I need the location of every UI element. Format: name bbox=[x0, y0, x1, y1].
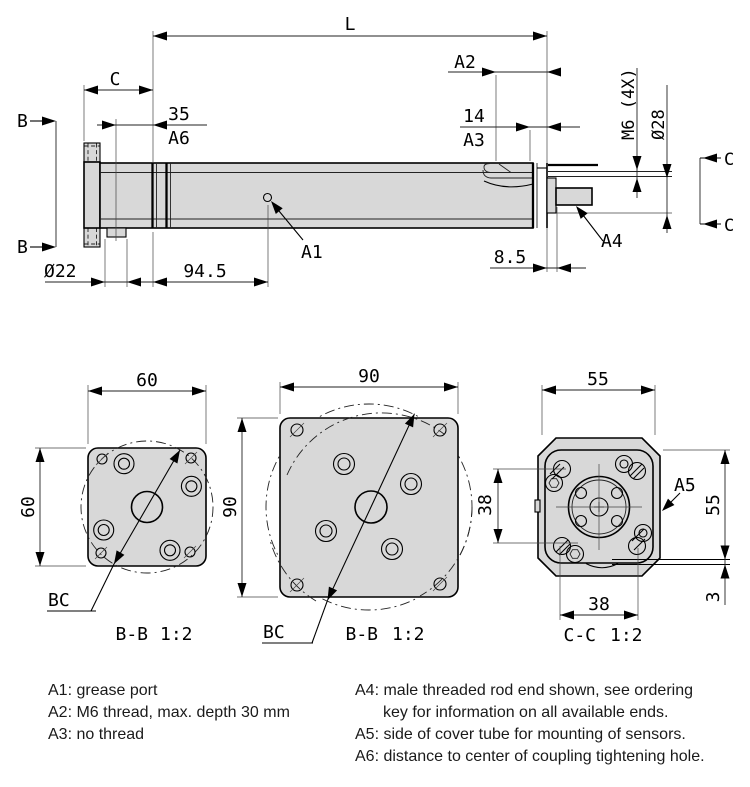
mounting-flange bbox=[83, 142, 101, 248]
section-bb-small-title: B-B 1:2 bbox=[115, 624, 192, 645]
footnotes-left: A1: grease port A2: M6 thread, max. dept… bbox=[48, 680, 290, 746]
dim-55-right: 55 3 bbox=[663, 449, 730, 605]
bottom-sensor-rail bbox=[585, 558, 730, 569]
a5-label: A5 bbox=[674, 475, 696, 496]
section-marker-c: C C bbox=[699, 150, 734, 236]
dim-94-5: 94.5 bbox=[152, 205, 269, 287]
note-a3: A3: no thread bbox=[48, 726, 145, 743]
dim-L-text: L bbox=[345, 14, 356, 35]
corner-fasteners bbox=[544, 454, 653, 564]
dim-35-A6: 35 A6 bbox=[97, 104, 207, 149]
section-c-top-label: C bbox=[724, 150, 734, 170]
section-scale: 1:2 bbox=[610, 625, 643, 646]
dim-90-left-text: 90 bbox=[220, 496, 241, 518]
counterbore-holes-60 bbox=[93, 453, 202, 561]
flange-plate-90 bbox=[279, 417, 459, 598]
dim-M6-4x: M6 (4X) bbox=[619, 68, 642, 198]
section-title: C-C bbox=[563, 625, 596, 646]
a5-callout: A5 bbox=[662, 475, 696, 511]
dim-dia28: Ø28 bbox=[649, 85, 672, 233]
section-title: B-B bbox=[115, 624, 148, 645]
corner-holes-90 bbox=[289, 422, 448, 593]
dim-60-left-text: 60 bbox=[18, 496, 39, 518]
dim-35-text: 35 bbox=[168, 104, 190, 125]
dim-55-top-text: 55 bbox=[587, 369, 609, 390]
rod-end bbox=[546, 177, 593, 214]
rod-end-callout: A4 bbox=[576, 206, 623, 252]
grease-port-callout: A1 bbox=[262, 192, 323, 263]
section-c-bottom-label: C bbox=[724, 216, 734, 236]
dim-55-right-text: 55 bbox=[703, 494, 724, 516]
bc-label-90: BC bbox=[263, 622, 285, 643]
bc-diameter-arrow-90: BC bbox=[262, 413, 415, 644]
dim-8-5-text: 8.5 bbox=[494, 247, 527, 268]
dim-dia22-text: Ø22 bbox=[44, 261, 77, 282]
side-view: B B bbox=[17, 14, 734, 287]
a1-label: A1 bbox=[301, 242, 323, 263]
note-a4-line2: key for information on all available end… bbox=[383, 704, 669, 721]
note-a5: A5: side of cover tube for mounting of s… bbox=[355, 726, 686, 743]
corner-holes-60 bbox=[94, 451, 198, 560]
central-rod-assembly bbox=[556, 464, 642, 550]
section-cc: 55 55 3 38 38 bbox=[475, 369, 730, 646]
dim-55-top: 55 bbox=[541, 369, 656, 435]
dim-90-top: 90 bbox=[279, 366, 459, 414]
dim-60-top-text: 60 bbox=[136, 370, 158, 391]
a4-label: A4 bbox=[601, 231, 623, 252]
dim-dia22: Ø22 bbox=[44, 239, 160, 287]
grease-port bbox=[262, 192, 273, 203]
dim-14-A3: 14 A3 bbox=[460, 106, 580, 161]
dim-90-top-text: 90 bbox=[358, 366, 380, 387]
section-bb-large-title: B-B 1:2 bbox=[345, 624, 424, 645]
dim-60-left: 60 bbox=[18, 447, 86, 567]
note-a1: A1: grease port bbox=[48, 682, 158, 699]
dim-M6-text: M6 (4X) bbox=[619, 68, 639, 140]
footnotes-right: A4: male threaded rod end shown, see ord… bbox=[355, 680, 705, 768]
dim-38-bottom: 38 bbox=[559, 546, 639, 620]
note-a2: A2: M6 thread, max. depth 30 mm bbox=[48, 704, 290, 721]
section-cc-title: C-C 1:2 bbox=[563, 625, 642, 646]
dim-38-left-text: 38 bbox=[475, 494, 496, 516]
dim-38-bottom-text: 38 bbox=[588, 594, 610, 615]
dim-A2: A2 bbox=[448, 52, 561, 161]
side-sensor-groove bbox=[534, 499, 541, 513]
dim-90-left: 90 bbox=[220, 417, 278, 598]
bolt-circle-90-overlay bbox=[269, 412, 473, 602]
coupling-hole-boss bbox=[106, 227, 127, 238]
dim-8-5: 8.5 bbox=[490, 207, 586, 273]
note-a4-line1: A4: male threaded rod end shown, see ord… bbox=[355, 682, 693, 699]
section-b-top-label: B bbox=[17, 111, 28, 132]
dim-A6-text: A6 bbox=[168, 128, 190, 149]
bc-diameter-arrow-60: BC bbox=[47, 449, 181, 612]
dim-38-left: 38 bbox=[475, 468, 578, 544]
dim-A2-text: A2 bbox=[454, 52, 476, 73]
section-bb-large: BC 90 90 B-B 1:2 bbox=[220, 366, 473, 645]
bolt-circle-60 bbox=[80, 440, 214, 574]
dim-3-text: 3 bbox=[703, 592, 724, 603]
cover-tube bbox=[99, 119, 534, 241]
dim-length-L: L bbox=[152, 14, 548, 163]
section-scale: 1:2 bbox=[392, 624, 425, 645]
actuator-drawing-svg: B B bbox=[17, 14, 734, 646]
bc-label-60: BC bbox=[48, 590, 70, 611]
dim-dia28-text: Ø28 bbox=[649, 109, 669, 140]
section-title: B-B bbox=[345, 624, 378, 645]
note-a6: A6: distance to center of coupling tight… bbox=[355, 748, 705, 765]
section-marker-b: B B bbox=[17, 111, 57, 258]
dim-14-text: 14 bbox=[463, 106, 485, 127]
dim-94-5-text: 94.5 bbox=[183, 261, 226, 282]
section-bb-small: BC 60 60 B-B 1:2 bbox=[18, 370, 214, 645]
counterbore-holes-90 bbox=[314, 452, 423, 561]
section-b-bottom-label: B bbox=[17, 237, 28, 258]
dim-C: C bbox=[83, 69, 153, 141]
male-threaded-rod-end bbox=[555, 187, 593, 206]
dim-60-top: 60 bbox=[87, 370, 207, 444]
dim-A3-text: A3 bbox=[463, 130, 485, 151]
dim-C-text: C bbox=[110, 69, 121, 90]
section-scale: 1:2 bbox=[160, 624, 193, 645]
